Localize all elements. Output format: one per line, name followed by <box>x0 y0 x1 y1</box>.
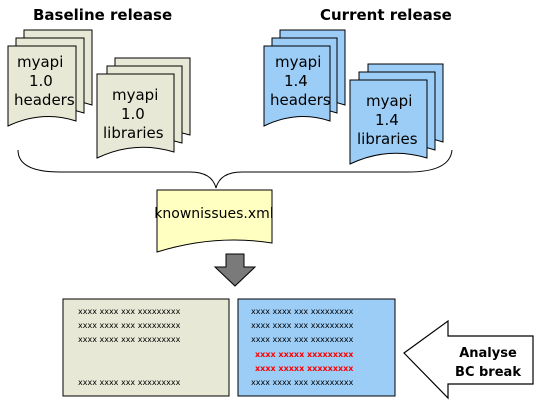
baseline-headers-line-1: myapi <box>17 53 63 71</box>
down-arrow-icon <box>213 253 257 287</box>
baseline-report-line: xxxx xxxx xxx xxxxxxxxx <box>78 335 181 344</box>
current-libraries-line-3: libraries <box>357 130 418 148</box>
baseline-libraries-line-2: 1.0 <box>121 105 145 123</box>
baseline-report-line: xxxx xxxx xxx xxxxxxxxx <box>78 307 181 316</box>
baseline-report-lines: xxxx xxxx xxx xxxxxxxxx xxxx xxxx xxx xx… <box>78 307 181 387</box>
baseline-libraries-line-3: libraries <box>103 124 164 142</box>
current-headers-doc-stack: myapi 1.4 headers <box>263 29 346 127</box>
knownissues-doc: knownissues.xml <box>154 189 274 253</box>
baseline-headers-doc-stack: myapi 1.0 headers <box>7 29 93 127</box>
current-report-line: xxxx xxxx xxx xxxxxxxxx <box>251 321 354 330</box>
analyse-label-line-2: BC break <box>455 365 521 380</box>
analyse-bc-break-arrow: Analyse BC break <box>403 319 534 400</box>
current-report-line-highlight: xxxx xxxxx xxxxxxxxx <box>255 364 354 373</box>
analyse-label-line-1: Analyse <box>459 346 517 361</box>
current-report-line-highlight: xxxx xxxxx xxxxxxxxx <box>255 350 354 359</box>
baseline-report-box <box>62 298 230 397</box>
current-report-lines: xxxx xxxx xxx xxxxxxxxx xxxx xxxx xxx xx… <box>251 307 354 387</box>
baseline-libraries-doc-stack: myapi 1.0 libraries <box>96 57 191 159</box>
combine-brace <box>17 149 453 189</box>
baseline-libraries-line-1: myapi <box>112 86 158 104</box>
current-libraries-line-2: 1.4 <box>375 111 399 129</box>
baseline-report-line: xxxx xxxx xxx xxxxxxxxx <box>78 321 181 330</box>
current-headers-line-1: myapi <box>275 53 321 71</box>
baseline-headers-line-3: headers <box>14 91 75 109</box>
current-report-line: xxxx xxxx xxx xxxxxxxxx <box>251 335 354 344</box>
current-libraries-line-1: myapi <box>366 92 412 110</box>
baseline-report-line: xxxx xxxx xxx xxxxxxxxx <box>78 378 181 387</box>
current-libraries-doc-stack: myapi 1.4 libraries <box>349 63 444 165</box>
baseline-title: Baseline release <box>33 6 172 24</box>
knownissues-label: knownissues.xml <box>154 206 273 222</box>
current-report-line: xxxx xxxx xxx xxxxxxxxx <box>251 378 354 387</box>
current-title: Current release <box>320 6 452 24</box>
current-report-box <box>237 298 396 397</box>
baseline-headers-line-2: 1.0 <box>29 72 53 90</box>
current-headers-line-3: headers <box>270 91 331 109</box>
current-report-line: xxxx xxxx xxx xxxxxxxxx <box>251 307 354 316</box>
current-headers-line-2: 1.4 <box>284 72 308 90</box>
